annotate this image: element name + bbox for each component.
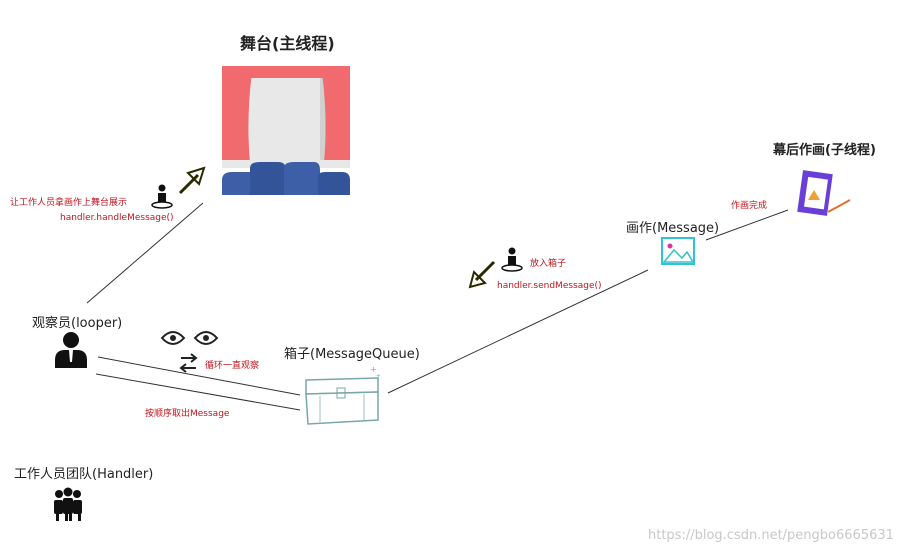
svg-text:+: + [376, 373, 381, 380]
painting-done-label: 作画完成 [731, 201, 768, 211]
svg-text:+: + [370, 365, 377, 374]
queue-label: 箱子(MessageQueue) [284, 347, 420, 362]
staff-pin-icon-deliver [151, 184, 173, 209]
painting-easel-icon [797, 170, 851, 216]
deliver-code: handler.handleMessage() [60, 213, 174, 223]
handler-label: 工作人员团队(Handler) [14, 467, 154, 482]
team-people-icon [54, 487, 82, 521]
backstage-title: 幕后作画(子线程) [773, 143, 876, 158]
arrow-to-stage-icon [178, 166, 206, 195]
arrow-to-queue-icon [468, 260, 496, 289]
looper-label: 观察员(looper) [32, 316, 123, 331]
looper-take-text: 按顺序取出Message [145, 409, 230, 419]
connector-looper-stage [86, 202, 204, 304]
looper-watch-text: 循环一直观察 [205, 361, 260, 371]
deliver-text: 让工作人员拿画作上舞台展示 [10, 198, 128, 208]
repeat-icon [179, 353, 198, 373]
send-code: handler.sendMessage() [497, 281, 602, 291]
connector-looper-queue-lower [95, 373, 301, 411]
send-text: 放入箱子 [530, 259, 567, 269]
connector-looper-queue-upper [97, 356, 301, 396]
watermark: https://blog.csdn.net/pengbo6665631 [648, 528, 894, 543]
picture-icon [661, 237, 695, 265]
eye-icon [193, 331, 219, 345]
staff-pin-icon-send [501, 247, 523, 272]
connector-message-backstage [705, 209, 789, 241]
eye-icon [160, 331, 186, 345]
stage-title: 舞台(主线程) [240, 34, 335, 53]
observer-person-icon [55, 332, 87, 368]
treasure-box-icon: + + [305, 365, 381, 425]
connector-queue-message [387, 269, 649, 394]
message-label: 画作(Message) [626, 221, 720, 236]
stage-icon [222, 66, 350, 195]
